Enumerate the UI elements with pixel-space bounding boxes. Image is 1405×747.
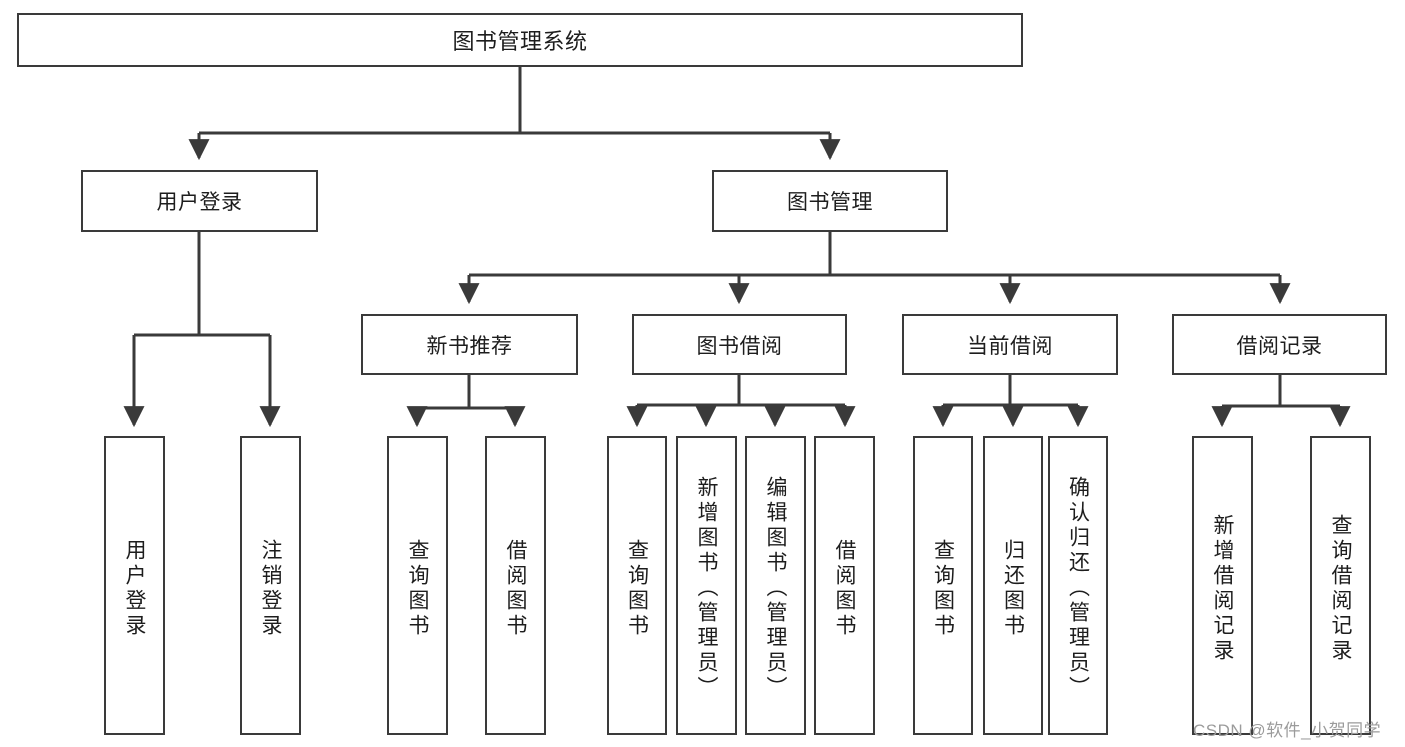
node-book-management[interactable]: 图书管理 [712, 170, 948, 232]
node-label: 查询图书 [406, 538, 429, 639]
leaf-user-login-login[interactable]: 用户登录 [104, 436, 165, 735]
node-label: 图书管理系统 [452, 29, 588, 54]
node-label: 新增图书（管理员） [695, 476, 718, 701]
leaf-record-add-record[interactable]: 新增借阅记录 [1192, 436, 1253, 735]
leaf-user-login-logout[interactable]: 注销登录 [240, 436, 301, 735]
leaf-current-return-book[interactable]: 归还图书 [983, 436, 1043, 735]
node-label: 编辑图书（管理员） [764, 476, 787, 701]
node-label: 注销登录 [259, 538, 282, 639]
leaf-record-query-record[interactable]: 查询借阅记录 [1310, 436, 1371, 735]
leaf-recommend-borrow-book[interactable]: 借阅图书 [485, 436, 546, 735]
node-label: 借阅记录 [1236, 334, 1323, 358]
node-user-login[interactable]: 用户登录 [81, 170, 318, 232]
leaf-borrow-borrow-book[interactable]: 借阅图书 [814, 436, 875, 735]
watermark-text: CSDN @软件_小贺同学 [1193, 721, 1382, 740]
node-label: 查询借阅记录 [1329, 513, 1352, 664]
csdn-watermark: CSDN @软件_小贺同学 [1193, 716, 1381, 741]
node-label: 用户登录 [156, 191, 243, 214]
leaf-borrow-edit-book-admin[interactable]: 编辑图书（管理员） [745, 436, 806, 735]
node-borrow-record[interactable]: 借阅记录 [1172, 314, 1387, 375]
leaf-current-confirm-return-admin[interactable]: 确认归还（管理员） [1048, 436, 1108, 735]
node-new-book-recommend[interactable]: 新书推荐 [361, 314, 578, 375]
node-label: 新书推荐 [426, 334, 513, 358]
leaf-current-query-book[interactable]: 查询图书 [913, 436, 973, 735]
leaf-borrow-add-book-admin[interactable]: 新增图书（管理员） [676, 436, 737, 735]
leaf-recommend-query-book[interactable]: 查询图书 [387, 436, 448, 735]
node-label: 归还图书 [1001, 538, 1025, 639]
node-current-borrow[interactable]: 当前借阅 [902, 314, 1118, 375]
node-label: 查询图书 [625, 538, 649, 639]
node-label: 新增借阅记录 [1211, 513, 1234, 664]
leaf-borrow-query-book[interactable]: 查询图书 [607, 436, 667, 735]
node-label: 图书管理 [787, 191, 873, 214]
node-label: 用户登录 [123, 538, 146, 639]
node-book-borrow[interactable]: 图书借阅 [632, 314, 847, 375]
node-label: 当前借阅 [967, 334, 1053, 358]
node-label: 借阅图书 [833, 538, 856, 639]
node-label: 借阅图书 [504, 538, 527, 639]
node-label: 确认归还（管理员） [1066, 476, 1090, 701]
node-root-system[interactable]: 图书管理系统 [17, 13, 1023, 67]
node-label: 查询图书 [931, 538, 955, 639]
node-label: 图书借阅 [696, 334, 783, 358]
